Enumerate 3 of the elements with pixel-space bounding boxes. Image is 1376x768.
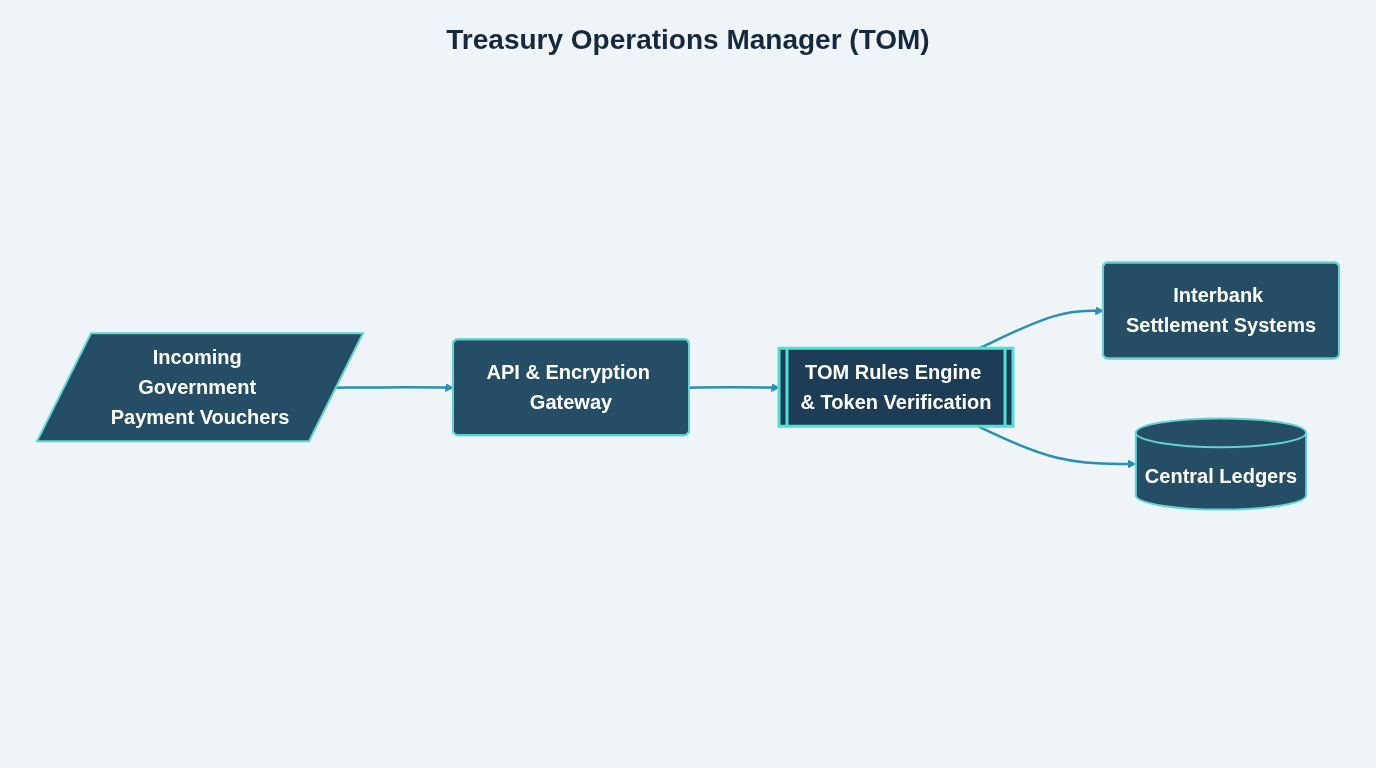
arrow [336, 383, 454, 392]
diagram-title: Treasury Operations Manager (TOM) [445, 24, 931, 56]
arrow [689, 383, 780, 392]
